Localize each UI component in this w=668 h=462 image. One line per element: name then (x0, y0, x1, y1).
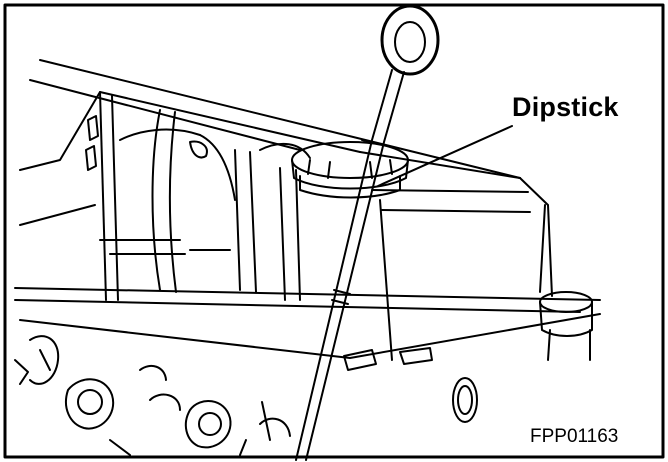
dipstick (295, 4, 440, 461)
figure-border (3, 3, 665, 459)
cam-towers (14, 335, 291, 456)
mounting-boss (343, 291, 593, 423)
dipstick-label: Dipstick (512, 92, 619, 122)
oil-filler-cap (291, 141, 409, 199)
left-ribs (85, 109, 311, 301)
figure-code: FPP01163 (530, 426, 619, 447)
callout-leader-line (377, 125, 513, 187)
